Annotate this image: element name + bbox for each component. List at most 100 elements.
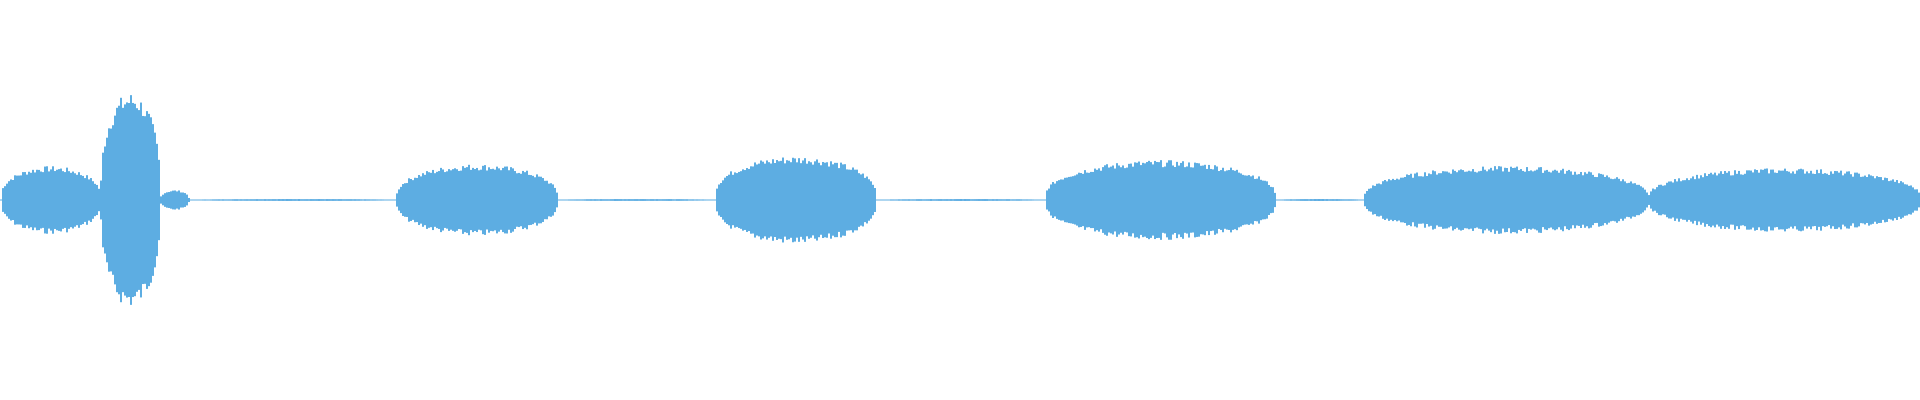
- waveform-bar: [576, 199, 578, 201]
- waveform-bar: [756, 164, 758, 236]
- waveform-bar: [1142, 162, 1144, 238]
- waveform-bar: [376, 199, 378, 201]
- waveform-bar: [1458, 170, 1460, 230]
- waveform-bar: [882, 199, 884, 201]
- waveform-bar: [1330, 199, 1332, 201]
- waveform-bar: [1280, 199, 1282, 201]
- waveform-bar: [1570, 171, 1572, 229]
- waveform-bar: [984, 199, 986, 201]
- waveform-bar: [492, 168, 494, 232]
- waveform-bar: [1646, 192, 1648, 208]
- waveform-bar: [666, 199, 668, 201]
- waveform-bar: [1748, 170, 1750, 230]
- waveform-bar: [1580, 171, 1582, 229]
- waveform-bar: [1574, 171, 1576, 229]
- waveform-bar: [804, 158, 806, 242]
- waveform-bar: [1588, 171, 1590, 229]
- waveform-bar: [1498, 166, 1500, 234]
- waveform-bar: [84, 178, 86, 222]
- waveform-bar: [1190, 167, 1192, 233]
- waveform-bar: [1324, 199, 1326, 201]
- waveform-bar: [1820, 169, 1822, 231]
- waveform-bar: [848, 169, 850, 231]
- waveform-bar: [1042, 199, 1044, 201]
- waveform-bar: [214, 199, 216, 201]
- waveform-bar: [1328, 199, 1330, 201]
- waveform-bar: [1686, 178, 1688, 222]
- waveform-bar: [758, 163, 760, 237]
- waveform-bar: [348, 199, 350, 201]
- waveform-bar: [22, 172, 24, 228]
- waveform-bar: [668, 199, 670, 201]
- waveform-bar: [990, 199, 992, 201]
- waveform-bar: [1572, 174, 1574, 226]
- waveform-bar: [1448, 172, 1450, 228]
- waveform-bar: [1108, 167, 1110, 233]
- waveform-bar: [1788, 171, 1790, 229]
- waveform-bar: [1110, 166, 1112, 234]
- waveform-bar: [558, 199, 560, 201]
- waveform-bar: [56, 169, 58, 231]
- waveform-bar: [1120, 167, 1122, 233]
- waveform-bar: [934, 199, 936, 201]
- waveform-bar: [1060, 179, 1062, 221]
- waveform-bar: [230, 199, 232, 201]
- waveform-bar: [330, 199, 332, 201]
- waveform-bar: [1300, 199, 1302, 201]
- waveform-bar: [1398, 179, 1400, 221]
- waveform-bar: [1888, 181, 1890, 219]
- waveform-bar: [1442, 171, 1444, 229]
- waveform-bar: [394, 199, 396, 201]
- waveform-bar: [872, 184, 874, 216]
- waveform-bar: [118, 105, 120, 295]
- waveform-bar: [912, 199, 914, 201]
- waveform-bar: [1576, 174, 1578, 226]
- waveform-bar: [1366, 190, 1368, 210]
- waveform-bar: [2, 188, 4, 212]
- waveform-bar: [948, 199, 950, 201]
- waveform-bar: [676, 199, 678, 201]
- waveform-bar: [108, 128, 110, 272]
- waveform-bar: [1592, 174, 1594, 226]
- waveform-bar: [1100, 170, 1102, 230]
- waveform-bar: [96, 184, 98, 216]
- waveform-bar: [1542, 172, 1544, 228]
- waveform-bar: [652, 199, 654, 201]
- waveform-bar: [1260, 179, 1262, 221]
- waveform-bar: [534, 177, 536, 223]
- waveform-bar: [572, 199, 574, 201]
- waveform-bar: [524, 172, 526, 228]
- waveform-bar: [1396, 178, 1398, 222]
- waveform-bar: [1628, 182, 1630, 218]
- waveform-bar: [856, 169, 858, 231]
- waveform-bar: [958, 199, 960, 201]
- waveform-bar: [130, 95, 132, 305]
- waveform-bar: [234, 199, 236, 201]
- waveform-bar: [1518, 170, 1520, 230]
- waveform-bar: [1670, 181, 1672, 219]
- waveform-bar: [1472, 169, 1474, 231]
- waveform-bar: [1520, 169, 1522, 231]
- waveform-bar: [726, 176, 728, 224]
- waveform-bar: [1104, 165, 1106, 235]
- waveform-bar: [1780, 170, 1782, 230]
- waveform-bar: [1128, 163, 1130, 237]
- waveform-bar: [1004, 199, 1006, 201]
- waveform-bar: [852, 167, 854, 233]
- waveform-bar: [12, 179, 14, 221]
- waveform-bar: [820, 165, 822, 235]
- waveform-bar: [152, 124, 154, 276]
- waveform-bar: [142, 115, 144, 285]
- waveform-bar: [1632, 183, 1634, 217]
- waveform-bar: [786, 160, 788, 240]
- waveform-bar: [1634, 183, 1636, 217]
- waveform-bar: [888, 199, 890, 201]
- waveform-bar: [1864, 175, 1866, 225]
- waveform-bar: [626, 199, 628, 201]
- waveform-bar: [522, 170, 524, 230]
- waveform-bar: [148, 113, 150, 287]
- waveform-bar: [956, 199, 958, 201]
- waveform-bar: [834, 162, 836, 238]
- waveform-bar: [620, 199, 622, 201]
- waveform-bar: [58, 169, 60, 231]
